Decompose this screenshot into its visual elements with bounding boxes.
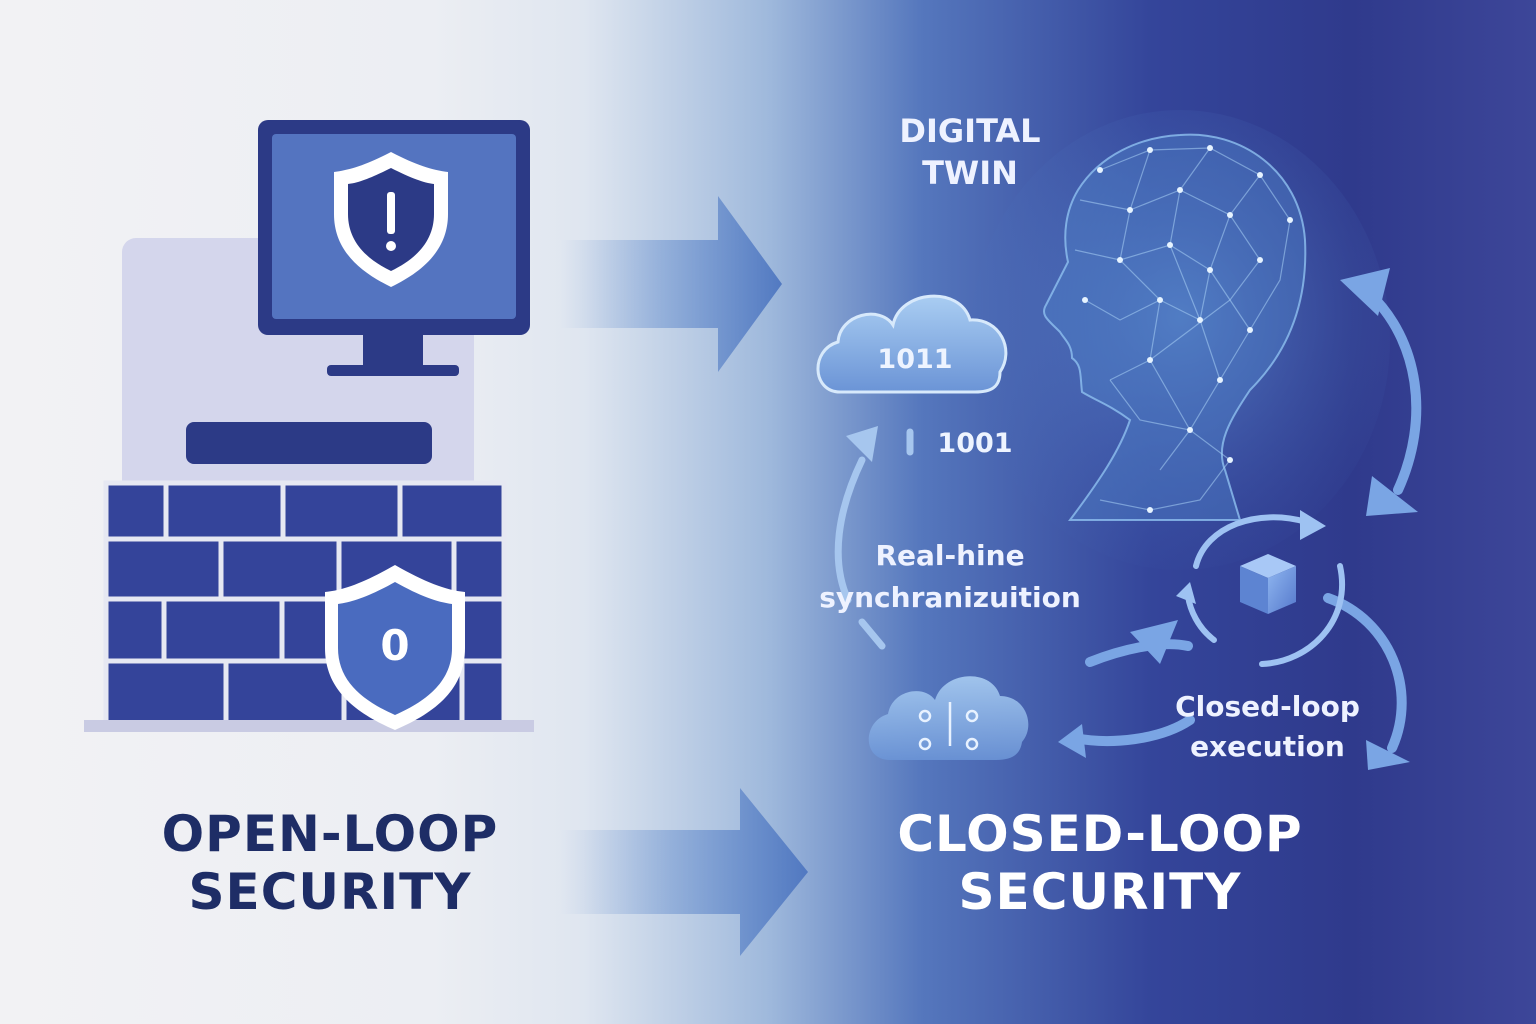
digital-twin-label: DIGITAL TWIN [850, 110, 1090, 194]
wall-shield-glyph: 0 [380, 621, 410, 670]
digital-twin-line1: DIGITAL [899, 112, 1041, 150]
wall-shield-icon [325, 565, 465, 730]
floating-bits-label: 1001 [937, 428, 1013, 459]
sync-loop [834, 428, 914, 650]
cloud-bits-label: 1011 [877, 344, 953, 375]
alert-shield-icon [334, 152, 448, 287]
closed-loop-title: CLOSED-LOOP SECURITY [840, 805, 1360, 921]
open-loop-title: OPEN-LOOP SECURITY [120, 805, 540, 921]
closed-loop-illustration [816, 110, 1422, 770]
cube-icon [1240, 554, 1296, 614]
arrow-right-icon [560, 788, 808, 956]
sync-label: Real-hine synchranizuition [800, 535, 1100, 619]
closed-loop-title-line2: SECURITY [958, 863, 1242, 921]
execution-label: Closed-loop execution [1150, 687, 1385, 767]
wall-base [84, 720, 534, 732]
sync-label-line1: Real-hine [875, 539, 1025, 572]
open-loop-title-line2: SECURITY [188, 863, 472, 921]
cloud-icon [868, 676, 1029, 760]
arrowheads [1058, 268, 1418, 770]
execution-label-line2: execution [1190, 730, 1345, 763]
execution-label-line1: Closed-loop [1175, 690, 1360, 723]
open-loop-illustration [84, 120, 534, 732]
arrow-right-icon [560, 196, 782, 372]
closed-loop-title-line1: CLOSED-LOOP [897, 805, 1303, 863]
wall-cap [186, 422, 432, 464]
digital-twin-line2: TWIN [922, 154, 1018, 192]
head-network-icon [970, 110, 1390, 570]
open-loop-title-line1: OPEN-LOOP [161, 805, 499, 863]
cycle-arrows-icon [1070, 287, 1422, 753]
cloud-icon [816, 294, 1008, 394]
sync-label-line2: synchranizuition [819, 581, 1081, 614]
